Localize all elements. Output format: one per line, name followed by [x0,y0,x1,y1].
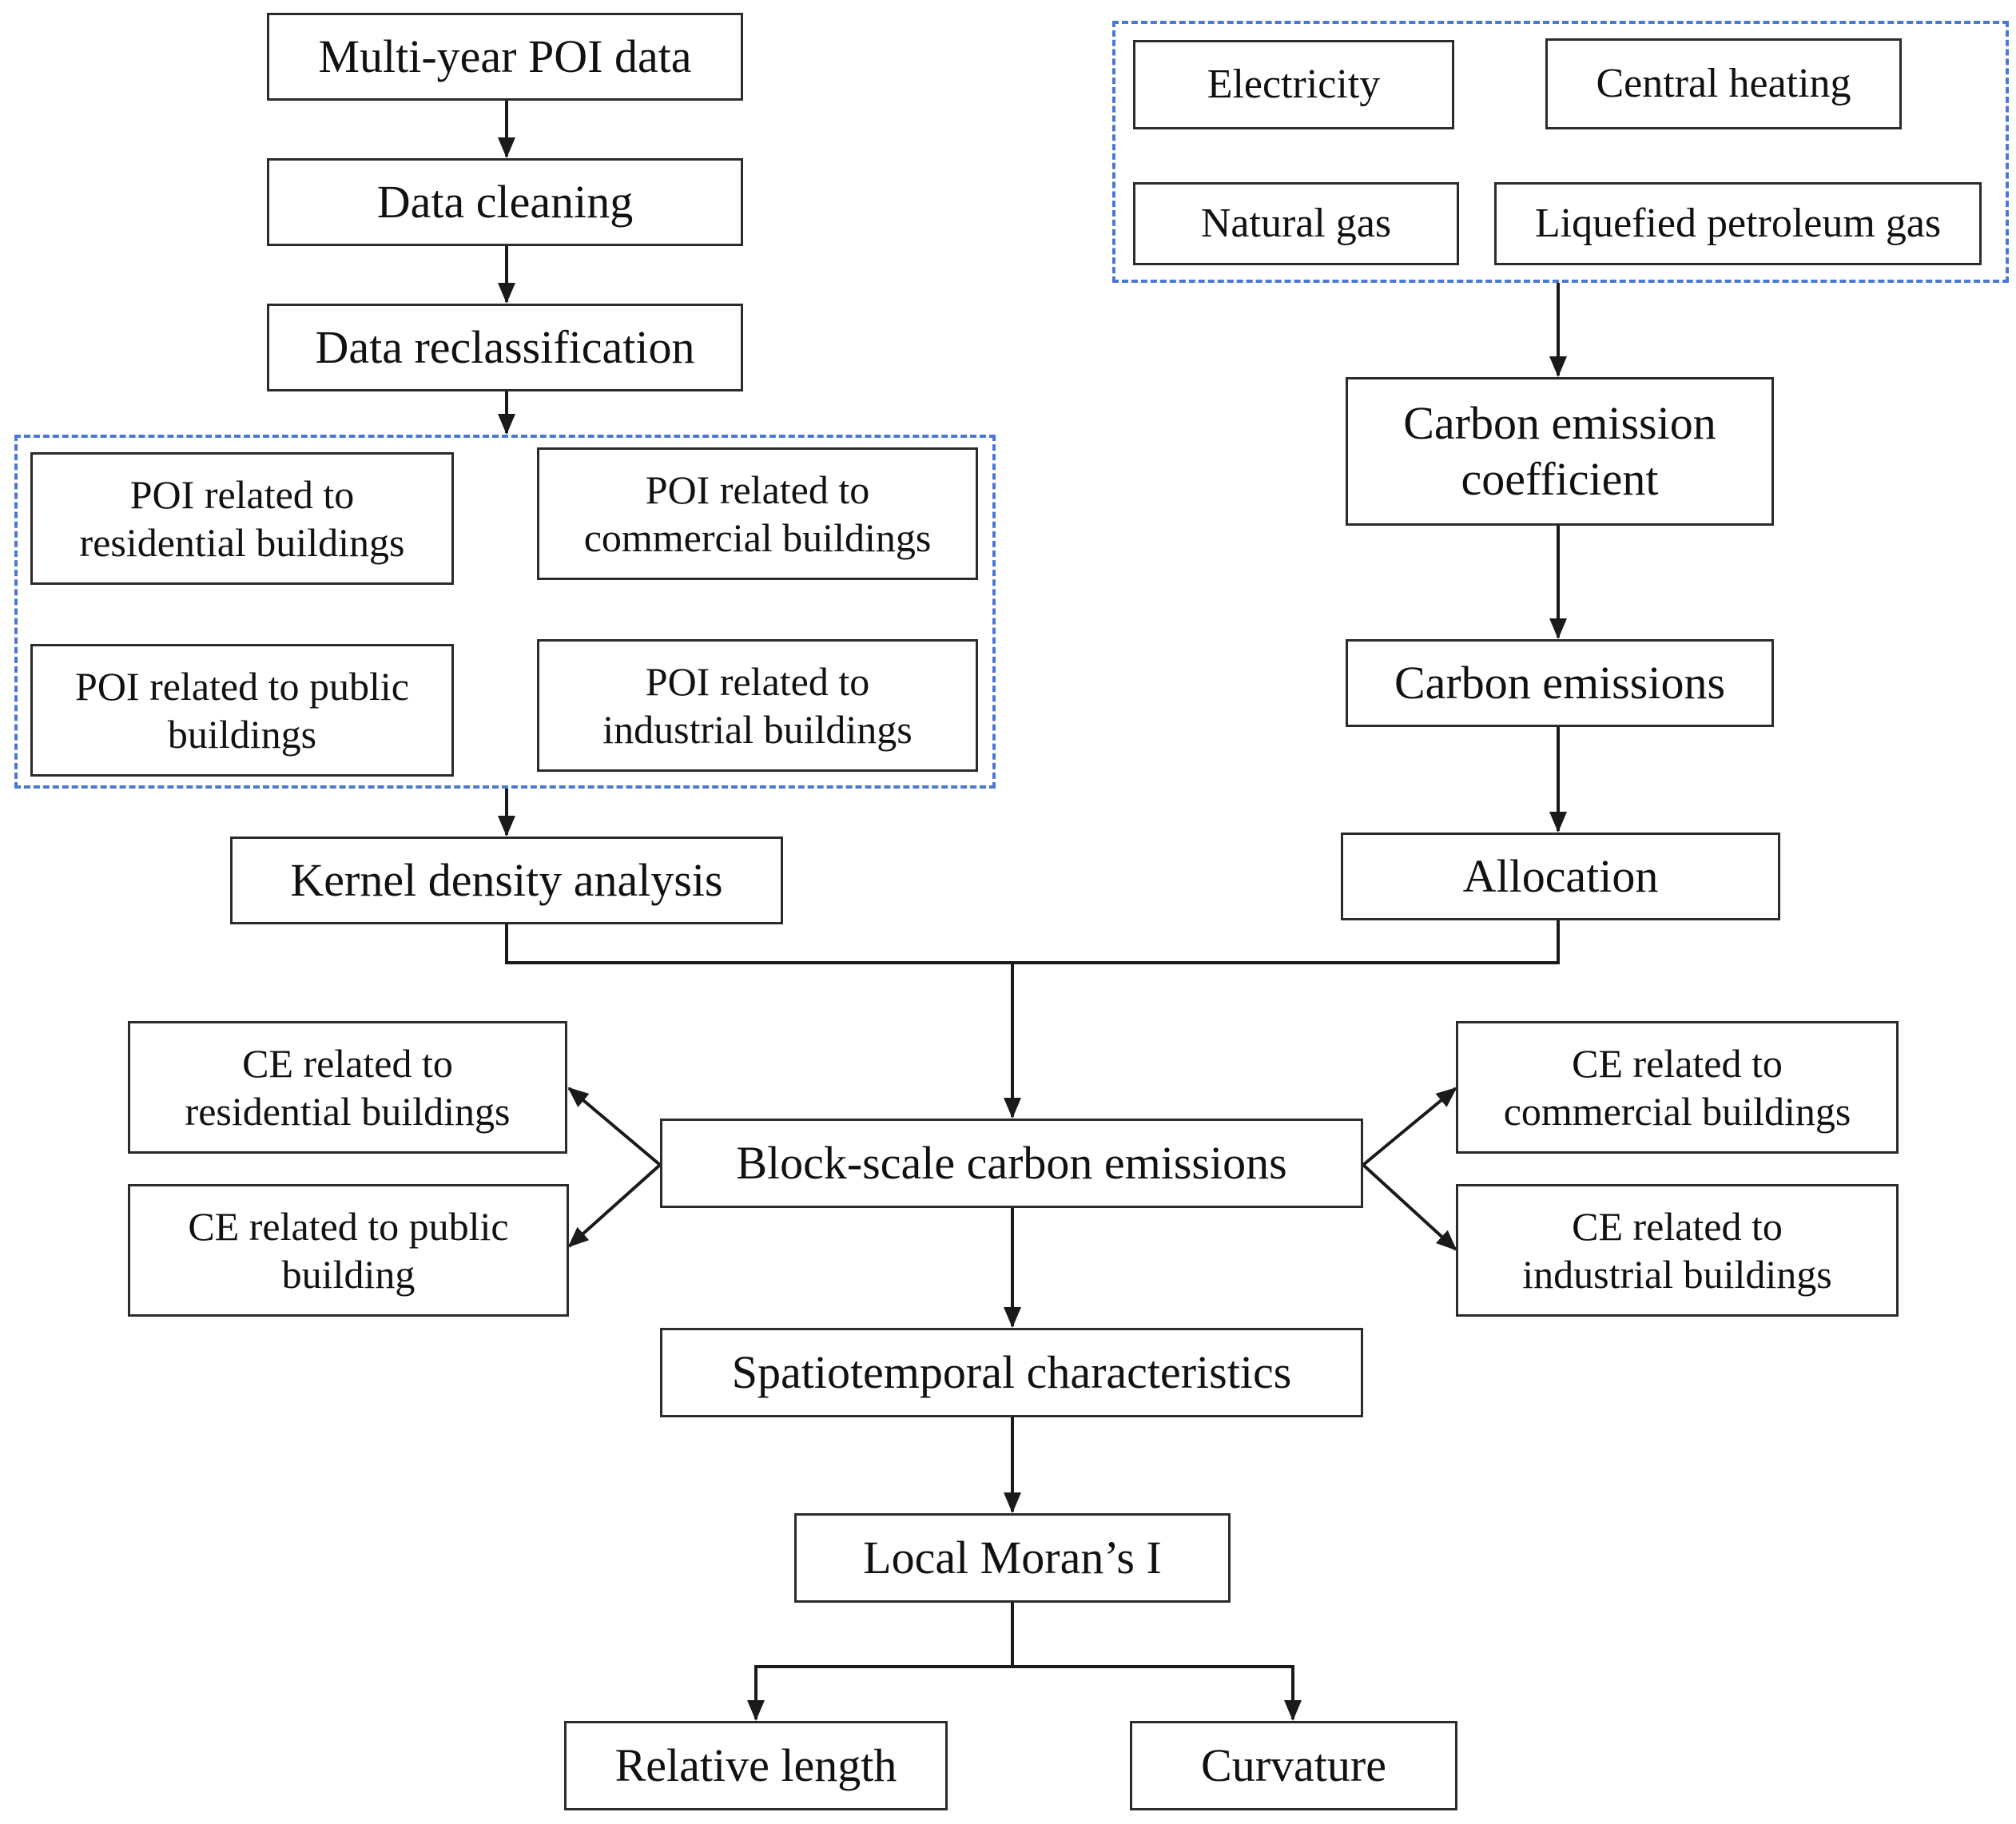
poi-industrial-box: POI related to industrial buildings [537,639,978,772]
merge-line [505,919,1560,964]
natural-gas-label: Natural gas [1200,200,1392,246]
arrow-block-to-ce-public [567,1163,662,1248]
poi-commercial-line1: POI related to [645,467,870,512]
ce-public-box: CE related to public building [128,1184,569,1317]
poi-public-line2: buildings [167,712,317,757]
ce-industrial-line2: industrial buildings [1522,1252,1832,1297]
ce-residential-box: CE related to residential buildings [128,1021,567,1154]
carbon-emissions-box: Carbon emissions [1346,639,1774,727]
poi-public-box: POI related to public buildings [30,644,454,777]
allocation-box: Allocation [1341,833,1780,920]
block-scale-label: Block-scale carbon emissions [736,1137,1287,1190]
data-reclassification-label: Data reclassification [315,321,695,374]
allocation-label: Allocation [1462,850,1659,903]
arrow-to-curvature [1012,1665,1302,1721]
coefficient-line1: Carbon emission [1403,397,1716,450]
ce-public-line2: building [281,1252,416,1297]
central-heating-box: Central heating [1545,38,1902,129]
natural-gas-box: Natural gas [1133,182,1459,265]
ce-commercial-line2: commercial buildings [1503,1089,1851,1134]
data-reclassification-box: Data reclassification [267,304,743,391]
lpg-box: Liquefied petroleum gas [1494,182,1982,265]
poi-residential-line1: POI related to [129,472,355,517]
spatiotemporal-box: Spatiotemporal characteristics [660,1328,1363,1417]
ce-public-line1: CE related to public [188,1204,509,1249]
poi-commercial-line2: commercial buildings [583,515,932,560]
kernel-density-label: Kernel density analysis [290,854,723,907]
poi-public-line1: POI related to public [75,664,409,709]
relative-length-label: Relative length [614,1739,897,1792]
ce-industrial-line1: CE related to [1572,1204,1783,1249]
poi-residential-box: POI related to residential buildings [30,452,454,585]
relative-length-box: Relative length [564,1721,948,1810]
block-scale-carbon-emissions-box: Block-scale carbon emissions [660,1119,1363,1208]
ce-commercial-line1: CE related to [1572,1041,1783,1086]
poi-industrial-line1: POI related to [645,659,870,704]
local-morans-i-label: Local Moran’s I [863,1532,1162,1584]
multi-year-poi-label: Multi-year POI data [318,30,692,83]
central-heating-label: Central heating [1596,60,1851,106]
poi-commercial-box: POI related to commercial buildings [537,447,978,580]
arrow-to-relative-length [747,1665,1012,1721]
arrow-block-to-ce-industrial [1362,1163,1457,1251]
data-cleaning-box: Data cleaning [267,158,743,246]
carbon-emissions-label: Carbon emissions [1394,657,1726,709]
curvature-box: Curvature [1130,1721,1457,1810]
poi-industrial-line2: industrial buildings [602,707,913,752]
coefficient-line2: coefficient [1461,453,1659,505]
carbon-emission-coefficient-box: Carbon emission coefficient [1346,377,1774,526]
arrow-block-to-ce-residential [567,1087,662,1166]
multi-year-poi-box: Multi-year POI data [267,13,743,101]
poi-residential-line2: residential buildings [79,520,405,565]
spatiotemporal-label: Spatiotemporal characteristics [731,1346,1292,1399]
arrow-block-to-ce-commercial [1362,1087,1457,1166]
local-morans-i-box: Local Moran’s I [794,1513,1231,1603]
ce-industrial-box: CE related to industrial buildings [1456,1184,1899,1317]
poi-category-group [14,435,996,789]
electricity-box: Electricity [1133,40,1454,129]
electricity-label: Electricity [1207,61,1381,107]
data-cleaning-label: Data cleaning [376,176,634,228]
ce-residential-line2: residential buildings [185,1089,511,1134]
curvature-label: Curvature [1201,1739,1386,1792]
ce-commercial-box: CE related to commercial buildings [1456,1021,1899,1154]
lpg-label: Liquefied petroleum gas [1534,200,1942,246]
energy-source-group [1112,21,2009,283]
kernel-density-box: Kernel density analysis [230,836,783,924]
ce-residential-line1: CE related to [242,1041,453,1086]
